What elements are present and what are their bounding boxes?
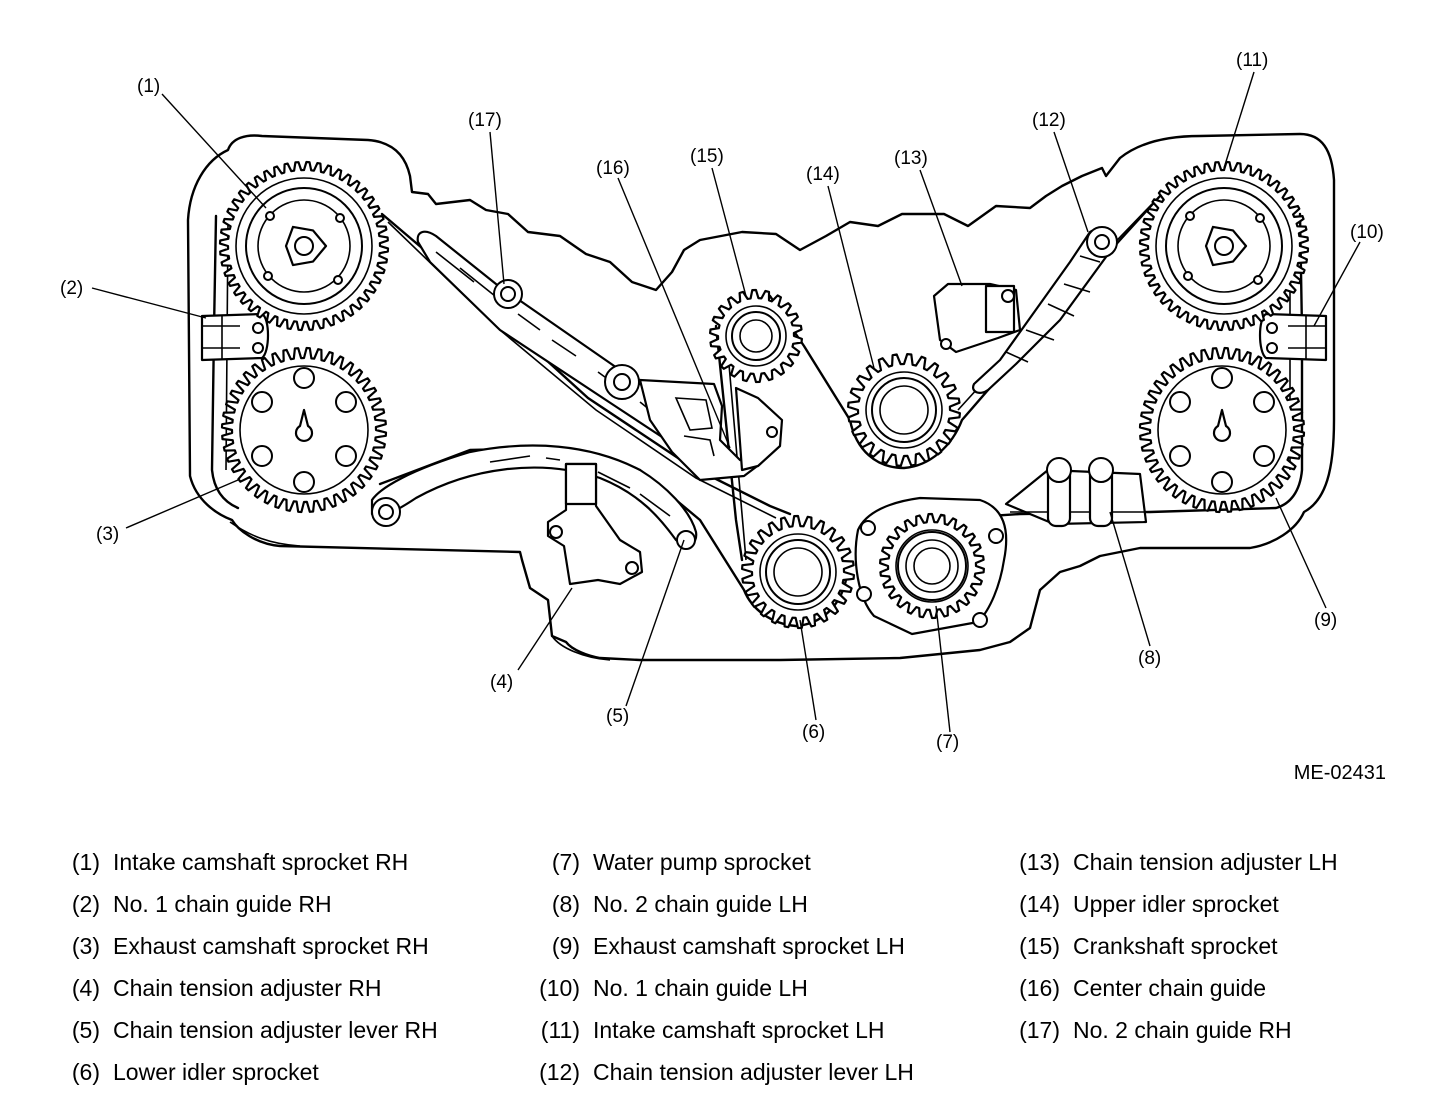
callout-12: (12) (1032, 110, 1066, 131)
legend-label: Exhaust camshaft sprocket RH (113, 933, 429, 959)
no2-chain-guide-lh (1004, 468, 1148, 526)
callout-11: (11) (1236, 50, 1268, 71)
intake-camshaft-sprocket-rh (218, 160, 390, 332)
exhaust-camshaft-sprocket-lh (1138, 346, 1306, 514)
legend-number: (9) (551, 933, 580, 959)
callout-17: (17) (468, 110, 502, 131)
legend-number: (8) (551, 891, 580, 917)
housing-inner-edge (229, 521, 611, 661)
leader-lines (91, 71, 1361, 733)
callout-3: (3) (96, 524, 119, 545)
legend-number: (7) (551, 849, 580, 875)
lower-idler-sprocket (741, 514, 855, 630)
callout-9: (9) (1314, 610, 1337, 631)
timing-chain-diagram: (1) (2) (3) (4) (5) (6) (7) (8) (9) (10)… (60, 50, 1384, 753)
callout-13: (13) (894, 148, 928, 169)
legend-number: (16) (1019, 975, 1060, 1001)
callout-5: (5) (606, 706, 629, 727)
legend-label: Lower idler sprocket (113, 1059, 319, 1085)
chain-tension-adjuster-lever-rh (370, 444, 698, 546)
legend-number: (3) (71, 933, 100, 959)
callout-1: (1) (137, 76, 160, 97)
legend-number: (10) (539, 975, 580, 1001)
callout-16: (16) (596, 158, 630, 179)
legend-label: Upper idler sprocket (1073, 891, 1279, 917)
legend-label: No. 2 chain guide RH (1073, 1017, 1292, 1043)
legend-label: Center chain guide (1073, 975, 1267, 1001)
legend-label: Intake camshaft sprocket RH (113, 849, 409, 875)
legend-label: Intake camshaft sprocket LH (593, 1017, 885, 1043)
legend-number: (15) (1019, 933, 1060, 959)
upper-idler-sprocket (847, 353, 961, 467)
callout-2: (2) (60, 278, 83, 299)
legend-number: (12) (539, 1059, 580, 1085)
legend-number: (2) (71, 891, 100, 917)
legend-label: Chain tension adjuster RH (113, 975, 382, 1001)
legend-number: (13) (1019, 849, 1060, 875)
legend-label: Chain tension adjuster lever RH (113, 1017, 438, 1043)
legend-number: (4) (71, 975, 100, 1001)
intake-camshaft-sprocket-lh (1138, 160, 1310, 332)
callout-7: (7) (936, 732, 959, 753)
legend-number: (5) (71, 1017, 100, 1043)
legend-number: (11) (540, 1017, 580, 1043)
legend-label: Exhaust camshaft sprocket LH (593, 933, 905, 959)
callout-6: (6) (802, 722, 825, 743)
legend-label: No. 1 chain guide LH (593, 975, 808, 1001)
crankshaft-sprocket (709, 288, 803, 384)
callout-10: (10) (1350, 222, 1384, 243)
legend-label: No. 1 chain guide RH (113, 891, 332, 917)
sprockets (218, 160, 1310, 630)
callout-14: (14) (806, 164, 840, 185)
center-chain-guide-bracket (734, 386, 784, 472)
legend-label: Crankshaft sprocket (1073, 933, 1278, 959)
legend-label: Chain tension adjuster lever LH (593, 1059, 914, 1085)
legend-number: (6) (71, 1059, 100, 1085)
drawing-code: ME-02431 (1293, 762, 1386, 784)
legend-label: Chain tension adjuster LH (1073, 849, 1338, 875)
legend-number: (1) (71, 849, 100, 875)
callout-8: (8) (1138, 648, 1161, 669)
callout-15: (15) (690, 146, 724, 167)
exhaust-camshaft-sprocket-rh (220, 346, 388, 514)
callout-labels: (1) (2) (3) (4) (5) (6) (7) (8) (9) (10)… (60, 50, 1384, 753)
water-pump-sprocket (879, 512, 985, 620)
legend-number: (14) (1019, 891, 1060, 917)
callout-4: (4) (490, 672, 513, 693)
legend-label: No. 2 chain guide LH (593, 891, 808, 917)
legend: (1) Intake camshaft sprocket RH (2) No. 1 c… (0, 848, 1440, 1108)
legend-number: (17) (1019, 1017, 1060, 1043)
legend-label: Water pump sprocket (593, 849, 811, 875)
